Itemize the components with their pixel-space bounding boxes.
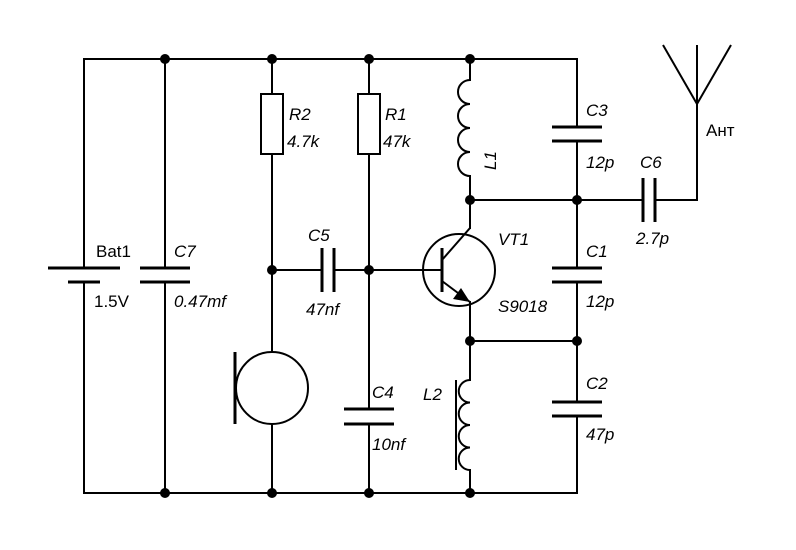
c1-value: 12p <box>586 292 614 311</box>
junction-dot <box>267 265 277 275</box>
c6-symbol <box>641 178 657 222</box>
c5-value: 47nf <box>306 300 341 319</box>
antenna-symbol <box>662 44 732 105</box>
c5-symbol <box>320 248 336 292</box>
c5-ref: C5 <box>308 226 330 245</box>
junction-dot <box>465 336 475 346</box>
c7-value: 0.47mf <box>174 292 228 311</box>
transistor-value: S9018 <box>498 297 548 316</box>
emitter-arrow <box>453 288 470 302</box>
battery-value: 1.5V <box>94 292 130 311</box>
c3-symbol <box>552 125 602 143</box>
junction-dot <box>465 195 475 205</box>
c7-symbol <box>140 266 190 284</box>
transistor-ref: VT1 <box>498 230 529 249</box>
transistor-symbol <box>422 227 496 307</box>
microphone-symbol <box>233 351 309 425</box>
c1-ref: C1 <box>586 242 608 261</box>
c6-value: 2.7p <box>635 229 669 248</box>
junctions <box>160 54 582 498</box>
c4-value: 10nf <box>372 435 407 454</box>
l1-ref: L1 <box>481 151 500 170</box>
junction-dot <box>364 265 374 275</box>
antenna-label: Ант <box>706 121 735 140</box>
l2-ref: L2 <box>423 385 442 404</box>
r1-symbol <box>357 93 381 155</box>
c4-ref: C4 <box>372 383 394 402</box>
r2-ref: R2 <box>289 105 311 124</box>
junction-dot <box>364 54 374 64</box>
c3-ref: C3 <box>586 101 608 120</box>
c2-value: 47p <box>586 425 614 444</box>
r1-value: 47k <box>383 132 412 151</box>
c1-symbol <box>552 266 602 284</box>
junction-dot <box>572 195 582 205</box>
battery-symbol <box>48 266 120 284</box>
junction-dot <box>267 54 277 64</box>
junction-dot <box>465 488 475 498</box>
junction-dot <box>267 488 277 498</box>
junction-dot <box>160 54 170 64</box>
battery-ref: Bat1 <box>96 242 131 261</box>
l2-symbol <box>455 379 471 471</box>
r2-value: 4.7k <box>287 132 321 151</box>
wiring <box>83 58 698 494</box>
l1-symbol <box>457 79 471 177</box>
c7-ref: C7 <box>174 242 196 261</box>
c2-symbol <box>552 400 602 418</box>
junction-dot <box>160 488 170 498</box>
junction-dot <box>364 488 374 498</box>
junction-dot <box>572 336 582 346</box>
c4-symbol <box>344 407 394 426</box>
c3-value: 12p <box>586 153 614 172</box>
antenna-feed <box>469 103 698 201</box>
c2-ref: C2 <box>586 374 608 393</box>
c6-ref: C6 <box>640 153 662 172</box>
junction-dot <box>465 54 475 64</box>
r2-symbol <box>260 93 284 155</box>
r1-ref: R1 <box>385 105 407 124</box>
